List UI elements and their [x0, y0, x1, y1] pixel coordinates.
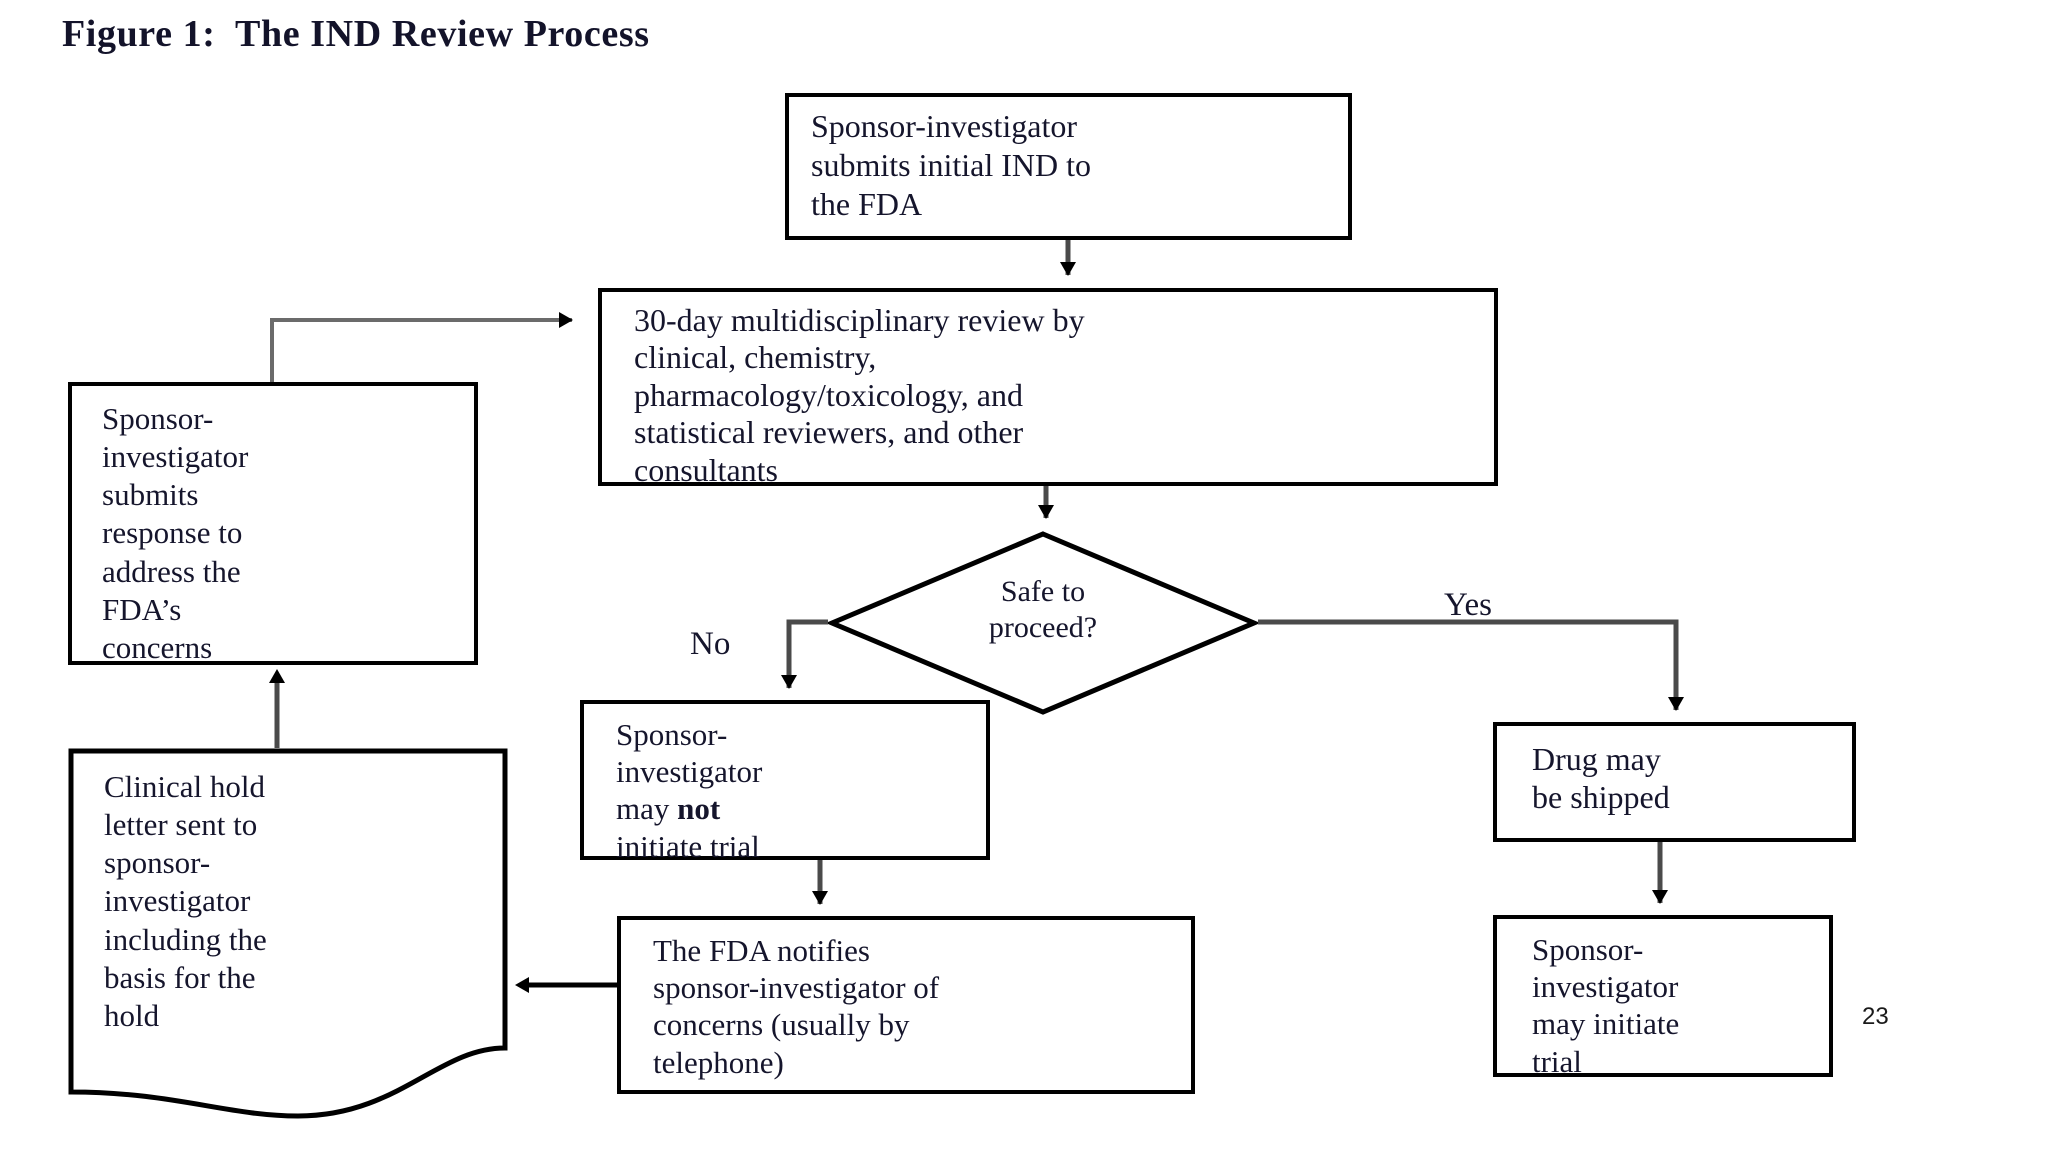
edge-decision-no	[781, 619, 828, 689]
diamond-shape	[828, 531, 1258, 715]
node-drug-shipped-text: Drug may be shipped	[1532, 741, 1670, 816]
page-number: 23	[1862, 1003, 1889, 1030]
node-drug-shipped[interactable]: Drug may be shipped	[1493, 722, 1856, 842]
node-response-text: Sponsor- investigator submits response t…	[102, 401, 249, 665]
node-review-text: 30-day multidisciplinary review by clini…	[634, 302, 1085, 488]
node-review[interactable]: 30-day multidisciplinary review by clini…	[598, 288, 1498, 488]
branch-label-yes: Yes	[1444, 587, 1493, 623]
node-clinical-hold[interactable]: Clinical hold letter sent to sponsor- in…	[68, 748, 508, 1133]
node-may-initiate-text: Sponsor- investigator may initiate trial	[1532, 932, 1680, 1079]
node-submit-ind-text: Sponsor-investigator submits initial IND…	[811, 108, 1091, 223]
node-decision-text: Safe to proceed?	[988, 575, 1098, 644]
may-not-text-after: initiate trial	[616, 828, 760, 864]
node-response[interactable]: Sponsor- investigator submits response t…	[68, 382, 478, 665]
figure-title: Figure 1: The IND Review Process	[62, 13, 650, 55]
may-not-text-before: Sponsor- investigator may	[616, 717, 763, 827]
may-not-emphasis: not	[677, 791, 721, 827]
branch-label-no: No	[690, 626, 731, 662]
node-submit-ind[interactable]: Sponsor-investigator submits initial IND…	[785, 93, 1352, 240]
node-fda-notifies-text: The FDA notifies sponsor-investigator of…	[653, 933, 940, 1080]
document-shape	[68, 748, 508, 1119]
edge-decision-yes	[1258, 619, 1684, 711]
node-may-not-initiate[interactable]: Sponsor- investigator may not initiate t…	[580, 700, 990, 864]
node-fda-notifies[interactable]: The FDA notifies sponsor-investigator of…	[617, 916, 1195, 1094]
edge-response-to-review	[270, 312, 573, 382]
node-decision[interactable]: Safe to proceed?	[828, 530, 1258, 716]
node-clinical-hold-text: Clinical hold letter sent to sponsor- in…	[104, 769, 267, 1033]
node-may-not-initiate-text: Sponsor- investigator may not initiate t…	[616, 716, 970, 865]
node-may-initiate[interactable]: Sponsor- investigator may initiate trial	[1493, 915, 1833, 1079]
